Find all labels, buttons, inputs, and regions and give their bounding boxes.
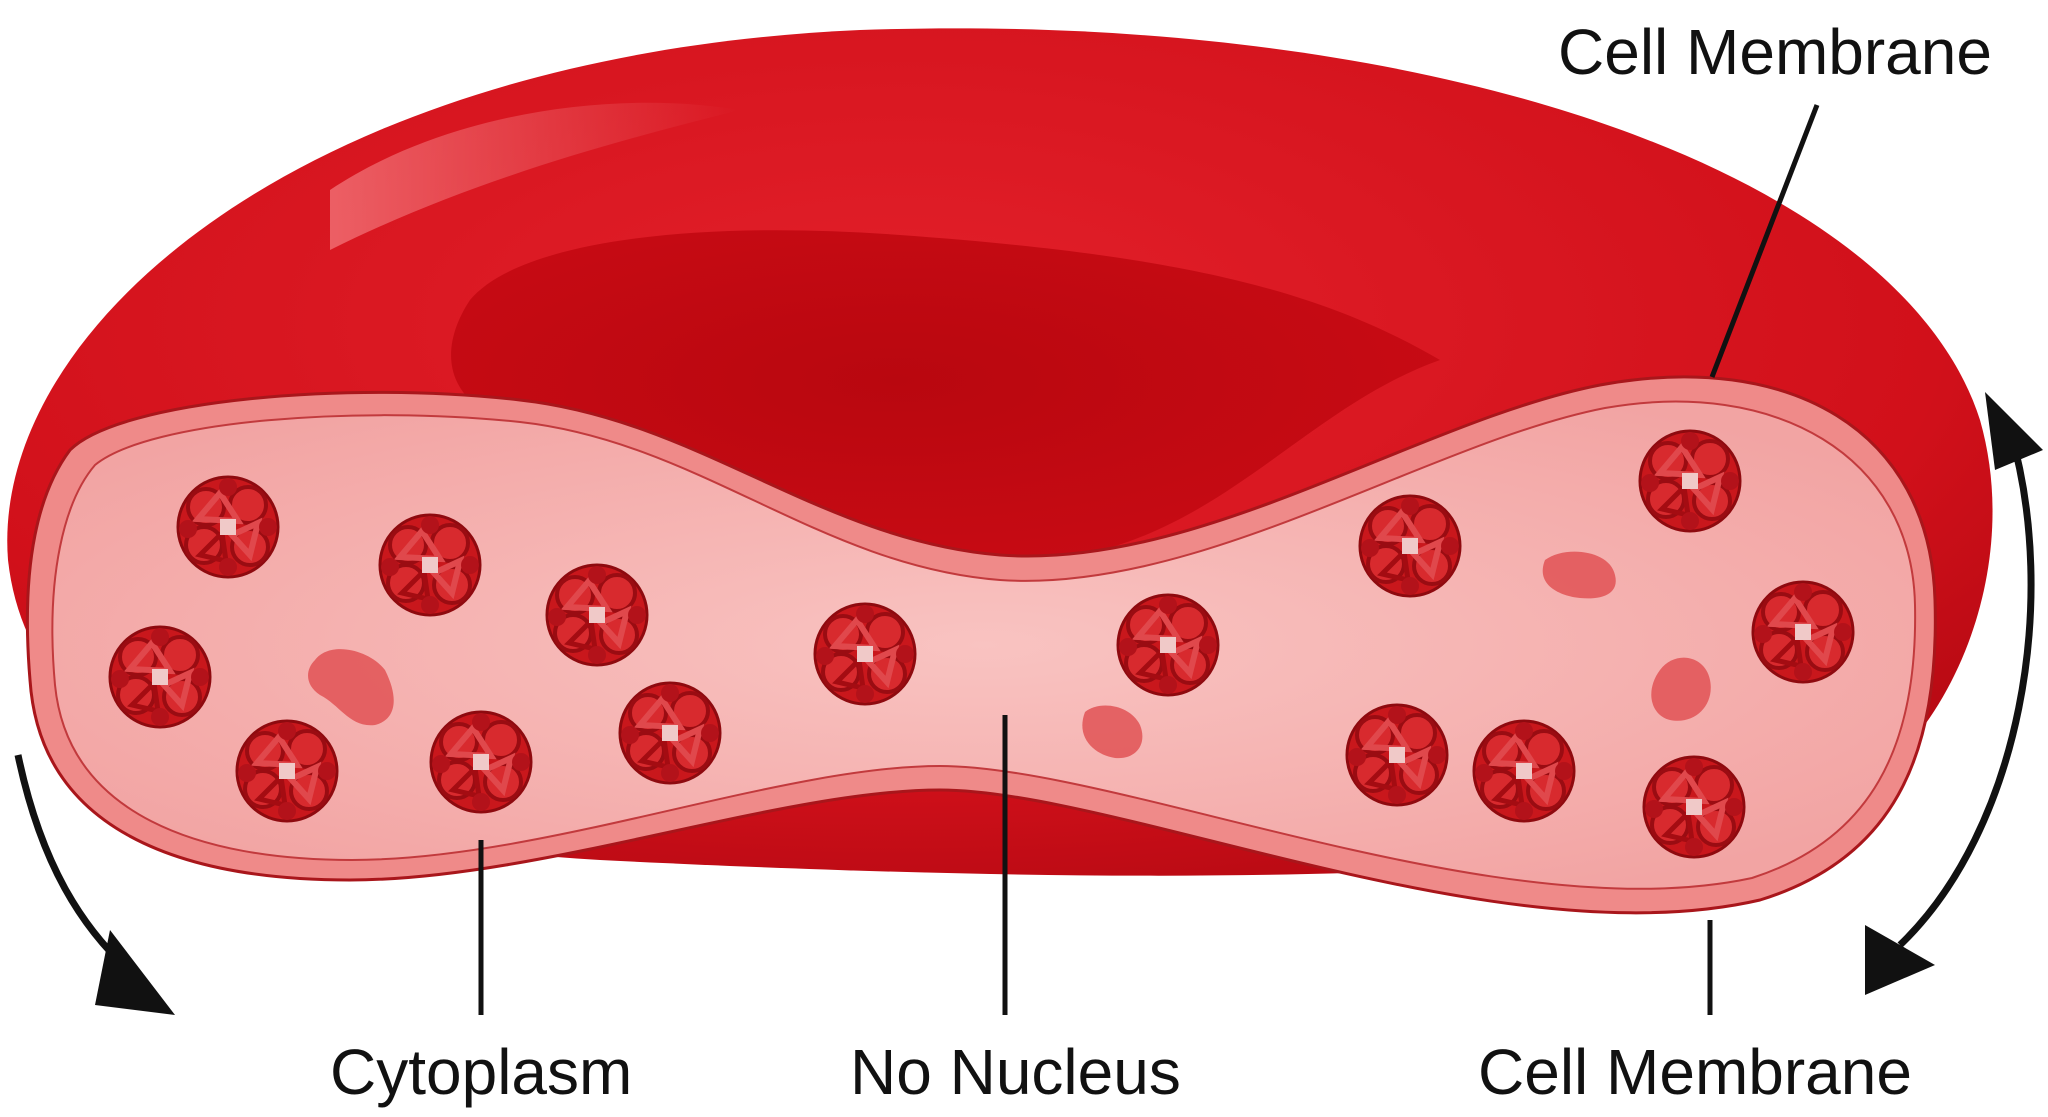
label-cytoplasm: Cytoplasm (330, 1036, 633, 1108)
label-cell-membrane-top: Cell Membrane (1558, 16, 1992, 88)
cell-highlight (330, 102, 740, 250)
label-no-nucleus: No Nucleus (850, 1036, 1181, 1108)
label-cell-membrane-bottom: Cell Membrane (1478, 1036, 1912, 1108)
cytoplasm-blob-icon (308, 551, 1711, 759)
curved-double-arrow-icon (14, 392, 2043, 1015)
leader-lines (478, 104, 1820, 1015)
leader-line-membrane-top (1709, 104, 1820, 378)
